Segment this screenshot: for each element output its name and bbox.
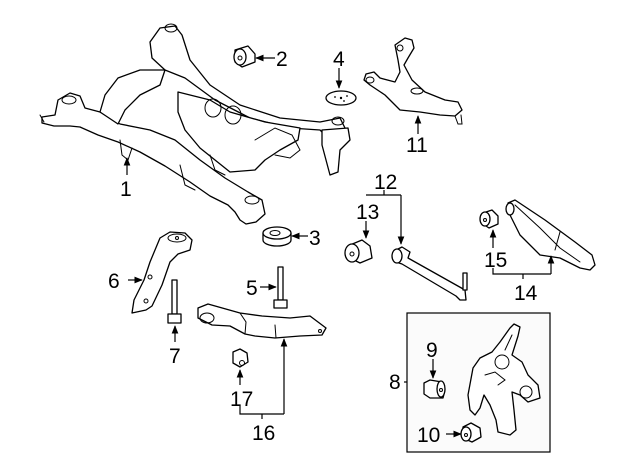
bracket-16 <box>239 406 284 419</box>
callout-1: 1 <box>120 178 132 201</box>
callout-8: 8 <box>389 371 401 394</box>
callout-7: 7 <box>169 345 181 368</box>
part-10-bushing[interactable] <box>460 422 482 443</box>
part-2-bushing[interactable] <box>233 45 256 68</box>
callout-12: 12 <box>374 171 397 194</box>
part-4-plate[interactable] <box>325 90 357 106</box>
part-6-bracket[interactable] <box>131 231 193 314</box>
part-8-knuckle[interactable] <box>467 323 541 436</box>
callout-17: 17 <box>230 388 253 411</box>
part-15-bushing[interactable] <box>479 209 499 229</box>
callout-9: 9 <box>426 339 438 362</box>
part-13-bushing[interactable] <box>344 239 373 264</box>
callout-16: 16 <box>252 422 275 445</box>
part-3-washer[interactable] <box>262 226 292 247</box>
part-5-bolt[interactable] <box>273 266 288 309</box>
callout-5: 5 <box>246 277 258 300</box>
part-17-bushing[interactable] <box>232 348 249 368</box>
part-11-upper-arm[interactable] <box>363 37 463 125</box>
callout-4: 4 <box>333 48 345 71</box>
part-1-crossmember[interactable] <box>39 23 351 225</box>
callout-6: 6 <box>108 270 120 293</box>
callout-10: 10 <box>417 424 440 447</box>
callout-14: 14 <box>514 282 538 305</box>
part-14-trailing-link[interactable] <box>505 199 596 271</box>
callout-2: 2 <box>276 48 288 71</box>
callout-3: 3 <box>309 227 321 250</box>
callout-13: 13 <box>356 201 379 224</box>
callout-11: 11 <box>406 134 428 157</box>
bracket-14 <box>492 268 551 279</box>
part-9-bushing[interactable] <box>423 379 446 399</box>
part-16-lower-arm[interactable] <box>197 303 327 339</box>
part-7-bolt[interactable] <box>167 279 182 324</box>
part-12-lateral-link[interactable] <box>391 246 468 301</box>
bracket-12 <box>366 190 401 196</box>
callout-15: 15 <box>484 249 507 272</box>
